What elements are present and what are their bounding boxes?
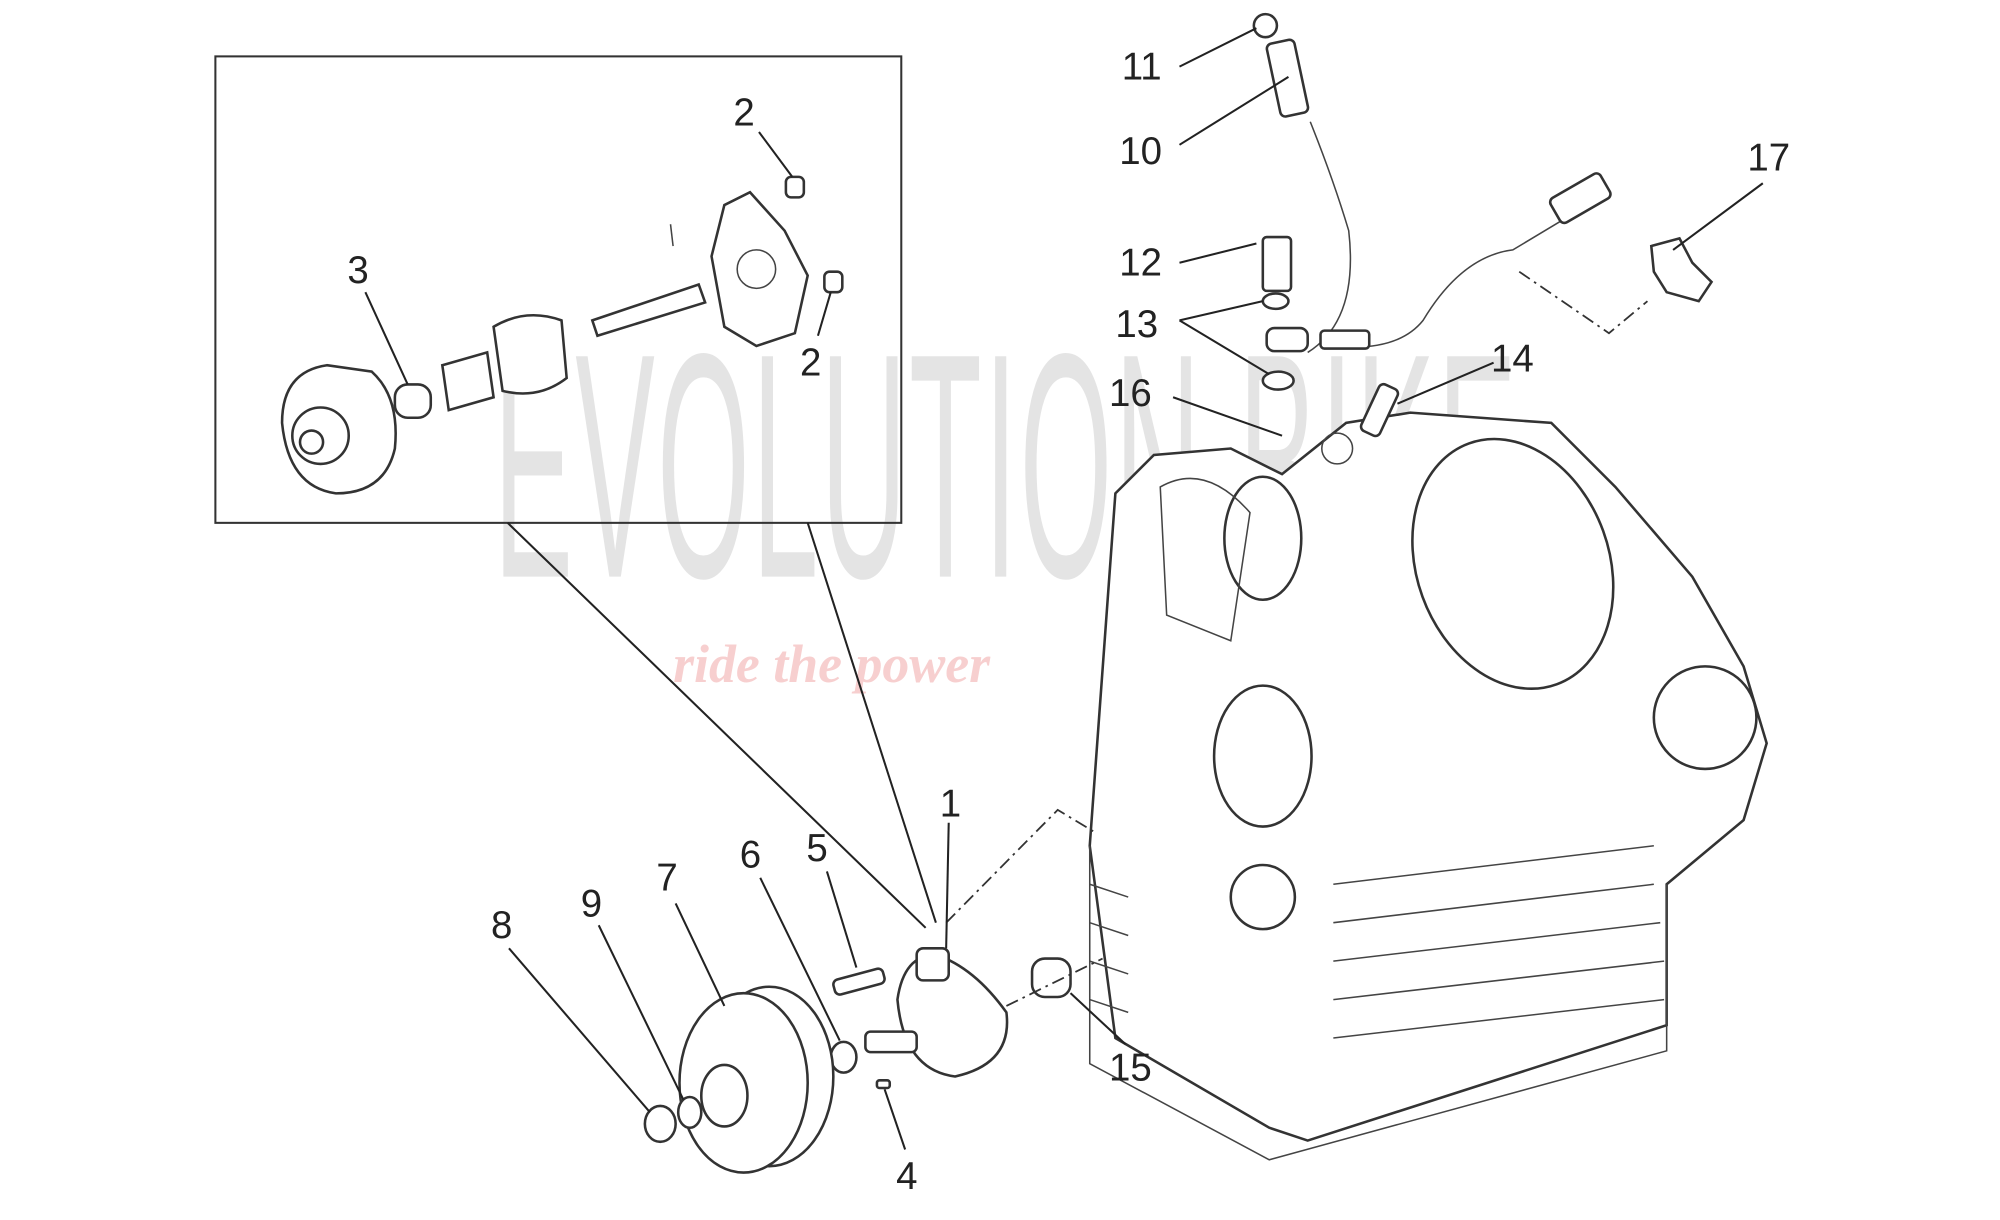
washer-top (1261, 292, 1290, 311)
inset-dowel-bottom (823, 270, 844, 294)
callout-13: 13 (1115, 303, 1158, 346)
washer-bottom (1261, 370, 1295, 391)
detail-inset-box (214, 55, 903, 524)
leader-lines (364, 27, 1764, 1150)
callout-3: 3 (347, 249, 368, 292)
watermark-tagline: ride the power (673, 634, 991, 694)
callout-8: 8 (491, 904, 512, 947)
callout-1: 1 (940, 782, 961, 825)
callout-9: 9 (581, 882, 602, 925)
callout-2-top: 2 (733, 92, 754, 135)
inset-rotor-outer (492, 314, 569, 395)
inset-leader-right (806, 522, 937, 924)
banjo-bolt (1261, 235, 1293, 293)
washer-9 (676, 1095, 703, 1130)
inset-shaft (590, 282, 707, 338)
callout-6: 6 (740, 834, 761, 877)
bushing-15 (1030, 957, 1072, 999)
inset-bushing (393, 383, 433, 420)
inset-pin (669, 224, 674, 247)
callout-10: 10 (1119, 130, 1162, 173)
inset-cover (710, 190, 810, 348)
inset-leader-left (506, 522, 927, 929)
temp-sensor (1359, 382, 1400, 438)
callout-4: 4 (896, 1155, 917, 1198)
screw (832, 967, 886, 996)
callout-5: 5 (806, 827, 827, 870)
oil-pump (864, 947, 1009, 1078)
callout-2-bottom: 2 (800, 341, 821, 384)
callout-14: 14 (1491, 338, 1534, 381)
callout-11: 11 (1122, 45, 1162, 88)
cable-route-line (1518, 270, 1649, 335)
callout-12: 12 (1119, 242, 1162, 285)
callout-7: 7 (656, 857, 677, 900)
sprocket (678, 985, 835, 1174)
inset-rotor-inner (440, 350, 496, 412)
assembly-line (945, 808, 1103, 1007)
plug-cap (1649, 236, 1714, 303)
key-pin (875, 1079, 892, 1090)
callout-15: 15 (1109, 1046, 1152, 1089)
crankcase (1088, 411, 1769, 1161)
inset-pump-housing (280, 363, 397, 495)
callout-17: 17 (1747, 136, 1790, 179)
inset-dowel-top (784, 175, 806, 199)
callout-16: 16 (1109, 372, 1152, 415)
washer-6 (829, 1040, 858, 1074)
nut-8 (643, 1104, 677, 1144)
